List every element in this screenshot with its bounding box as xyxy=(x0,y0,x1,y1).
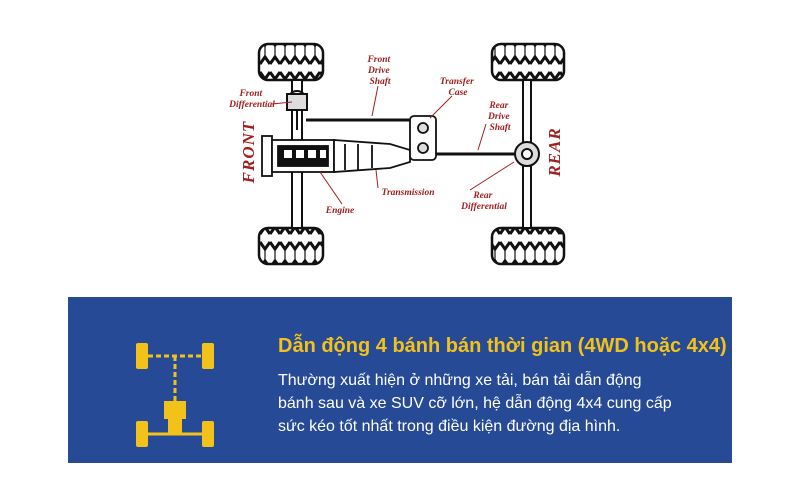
engine-label: Engine xyxy=(325,206,355,216)
rear-differential-label: Rear Differential xyxy=(460,191,507,212)
front-drive-shaft-label: Front Drive Shaft xyxy=(366,55,392,87)
front-differential-label: Front Differential xyxy=(228,89,275,110)
front-left-tire xyxy=(257,42,325,82)
info-body-line: sức kéo tốt nhất trong điều kiện đường đ… xyxy=(278,418,621,435)
info-body: Thường xuất hiện ở những xe tải, bán tải… xyxy=(278,369,708,438)
front-right-tire xyxy=(257,226,325,266)
leader-lines xyxy=(271,85,515,205)
front-label: FRONT xyxy=(239,121,258,185)
engine-block xyxy=(261,135,335,177)
rear-label: REAR xyxy=(545,127,564,177)
transfer-case-label: Transfer Case xyxy=(440,77,476,98)
rear-left-tire xyxy=(490,42,566,82)
transfer-case-unit xyxy=(409,115,437,161)
info-panel: Dẫn động 4 bánh bán thời gian (4WD hoặc … xyxy=(68,297,732,463)
transmission-label: Transmission xyxy=(382,188,435,198)
four-wheel-drive-layout-icon xyxy=(136,343,214,447)
rear-axle xyxy=(514,79,540,229)
info-body-line: Thường xuất hiện ở những xe tải, bán tải… xyxy=(278,372,642,389)
info-body-line: bánh sau và xe SUV cỡ lớn, hệ dẫn động 4… xyxy=(278,395,672,412)
info-title: Dẫn động 4 bánh bán thời gian (4WD hoặc … xyxy=(278,335,727,357)
drivetrain-diagram: Front Drive Shaft Transfer Case Front Di… xyxy=(228,42,566,266)
rear-right-tire xyxy=(490,226,566,266)
transmission-unit xyxy=(333,139,411,173)
rear-drive-shaft-label: Rear Drive Shaft xyxy=(487,101,512,133)
